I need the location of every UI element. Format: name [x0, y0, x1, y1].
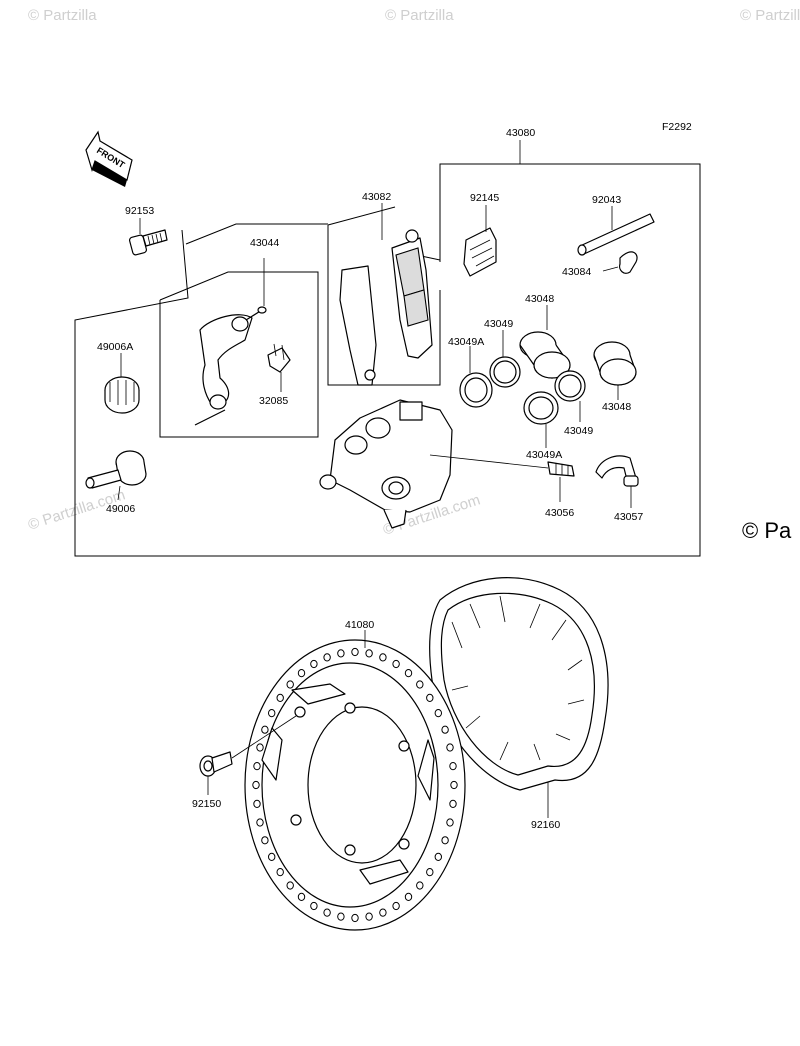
- disc-hole: [434, 709, 442, 718]
- clip-43084: [602, 251, 638, 274]
- disc-hole: [416, 881, 424, 890]
- disc-hole: [261, 725, 269, 734]
- watermark-text: © Partzilla: [740, 7, 800, 24]
- disc-hole: [404, 669, 413, 678]
- disc-hole: [441, 725, 449, 734]
- disc-hole: [253, 762, 261, 771]
- seals: [459, 330, 586, 448]
- disc-hole: [286, 881, 294, 890]
- disc-hole: [441, 836, 449, 845]
- label-49006: 49006: [106, 503, 135, 515]
- label-92150: 92150: [192, 798, 221, 810]
- caliper-body: [319, 399, 549, 529]
- disc-hole: [450, 780, 458, 790]
- disc-hole: [449, 762, 457, 771]
- label-43049A: 43049A: [526, 449, 562, 461]
- disc-hole: [268, 709, 276, 718]
- label-43049: 43049: [484, 318, 513, 330]
- disc-hole: [276, 868, 284, 877]
- label-43056: 43056: [545, 507, 574, 519]
- disc-hole: [426, 868, 434, 877]
- label-32085: 32085: [259, 395, 288, 407]
- bleeder-valve-43056: [547, 461, 575, 502]
- pin-92043: [577, 206, 655, 256]
- disc-hole: [365, 912, 373, 921]
- label-43080: 43080: [506, 127, 535, 139]
- pad-spring-92145: [463, 205, 497, 277]
- watermark-side-text: © Pa: [742, 518, 792, 543]
- disc-hole: [297, 892, 306, 902]
- disc-hole: [351, 913, 359, 923]
- disc-hole: [256, 743, 264, 752]
- brake-pads-43082: [339, 203, 433, 386]
- spring-clip-32085: [267, 343, 291, 392]
- boot-49006A: [104, 353, 140, 414]
- disc-hole: [323, 908, 331, 917]
- label-41080: 41080: [345, 619, 374, 631]
- watermark-text: © Partzilla: [385, 7, 454, 24]
- label-92145: 92145: [470, 192, 499, 204]
- piston-43048-lower: [593, 341, 637, 400]
- disc-hole: [261, 836, 269, 845]
- disc-hole: [416, 680, 424, 689]
- disc-hole: [276, 693, 284, 703]
- cap-43057: [595, 455, 639, 508]
- piston-43048-upper: [519, 305, 571, 379]
- label-43082: 43082: [362, 191, 391, 203]
- label-43049A: 43049A: [448, 336, 484, 348]
- disc-hole: [252, 780, 260, 790]
- disc-hole: [392, 659, 400, 669]
- disc-hole: [256, 818, 264, 827]
- disc-hole: [310, 659, 318, 669]
- label-43049: 43049: [564, 425, 593, 437]
- bracket-43044: [194, 258, 267, 426]
- label-92153: 92153: [125, 205, 154, 217]
- label-43044: 43044: [250, 237, 279, 249]
- brake-disc-41080: [244, 630, 466, 931]
- disc-holes: [252, 647, 458, 923]
- assembly-frames: [74, 140, 701, 557]
- part-labels: 43080 43082 43044 92153 92145 92043 4308…: [97, 127, 643, 831]
- slide-pin-49006: [85, 450, 147, 501]
- disc-hole: [446, 743, 454, 752]
- disc-hole: [365, 649, 373, 658]
- disc-hole: [337, 912, 345, 921]
- label-43048: 43048: [602, 401, 631, 413]
- label-49006A: 49006A: [97, 341, 133, 353]
- disc-hole: [426, 693, 434, 703]
- disc-hole: [351, 647, 359, 657]
- watermark-text: © Partzilla: [28, 7, 97, 24]
- bolt-92150: [199, 715, 297, 795]
- front-arrow-icon: FRONT: [85, 130, 133, 187]
- label-92160: 92160: [531, 819, 560, 831]
- disc-hole: [434, 852, 442, 862]
- disc-hole: [392, 901, 400, 911]
- disc-hole: [446, 818, 454, 827]
- disc-hole: [268, 852, 276, 862]
- label-92043: 92043: [592, 194, 621, 206]
- label-43084: 43084: [562, 266, 591, 278]
- disc-hole: [297, 669, 306, 678]
- disc-hole: [310, 901, 318, 911]
- figure-code: F2292: [662, 121, 692, 133]
- disc-hole: [323, 653, 331, 662]
- label-43048: 43048: [525, 293, 554, 305]
- disc-hole: [379, 653, 387, 662]
- disc-hole: [379, 908, 387, 917]
- label-43057: 43057: [614, 511, 643, 523]
- disc-hole: [286, 680, 294, 689]
- disc-cover-92160: [429, 577, 609, 818]
- disc-hole: [449, 799, 457, 809]
- disc-hole: [404, 892, 413, 902]
- disc-hole: [337, 649, 345, 658]
- bolt-92153: [128, 218, 168, 256]
- disc-hole: [253, 799, 261, 809]
